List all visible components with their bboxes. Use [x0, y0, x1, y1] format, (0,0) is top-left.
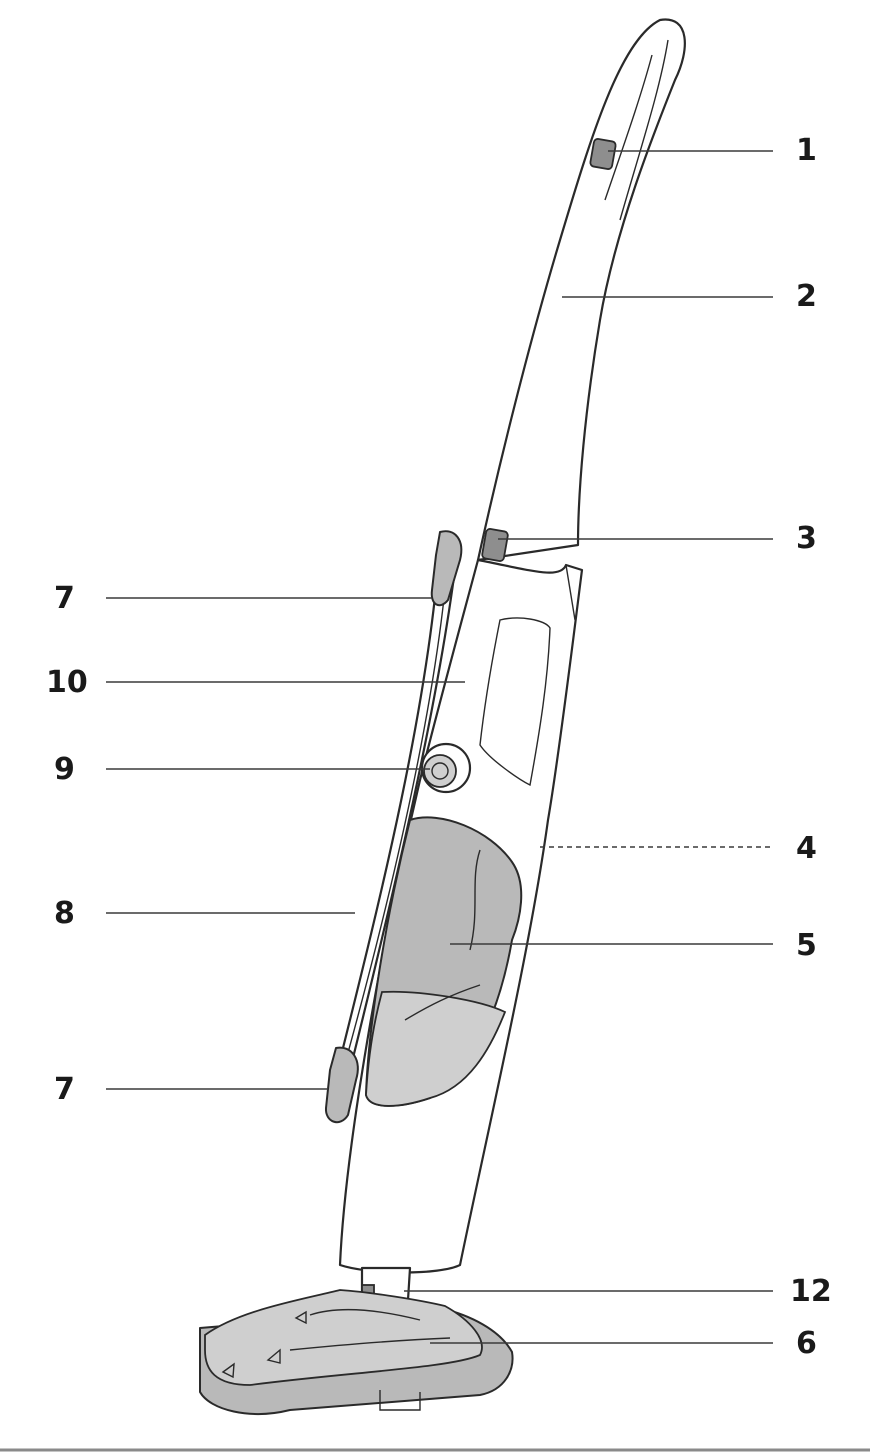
callout-12: 12 — [790, 1274, 832, 1309]
mop-head — [199, 1289, 514, 1415]
control-dial — [420, 742, 472, 794]
water-tank — [365, 816, 523, 1107]
callout-7-lower: 7 — [54, 1072, 75, 1107]
callout-9: 9 — [54, 752, 75, 787]
handle — [476, 18, 686, 562]
callout-4: 4 — [796, 831, 817, 866]
handle-button-1 — [589, 138, 617, 170]
cord-hook-lower — [324, 1046, 359, 1124]
callout-10: 10 — [46, 665, 88, 700]
callout-8: 8 — [54, 896, 75, 931]
callout-6: 6 — [796, 1326, 817, 1361]
cord-hook-upper — [430, 530, 463, 607]
callout-5: 5 — [796, 928, 817, 963]
steam-button-3 — [481, 528, 509, 562]
callout-7-upper: 7 — [54, 581, 75, 616]
callout-2: 2 — [796, 279, 817, 314]
callout-1: 1 — [796, 133, 817, 168]
callout-3: 3 — [796, 521, 817, 556]
